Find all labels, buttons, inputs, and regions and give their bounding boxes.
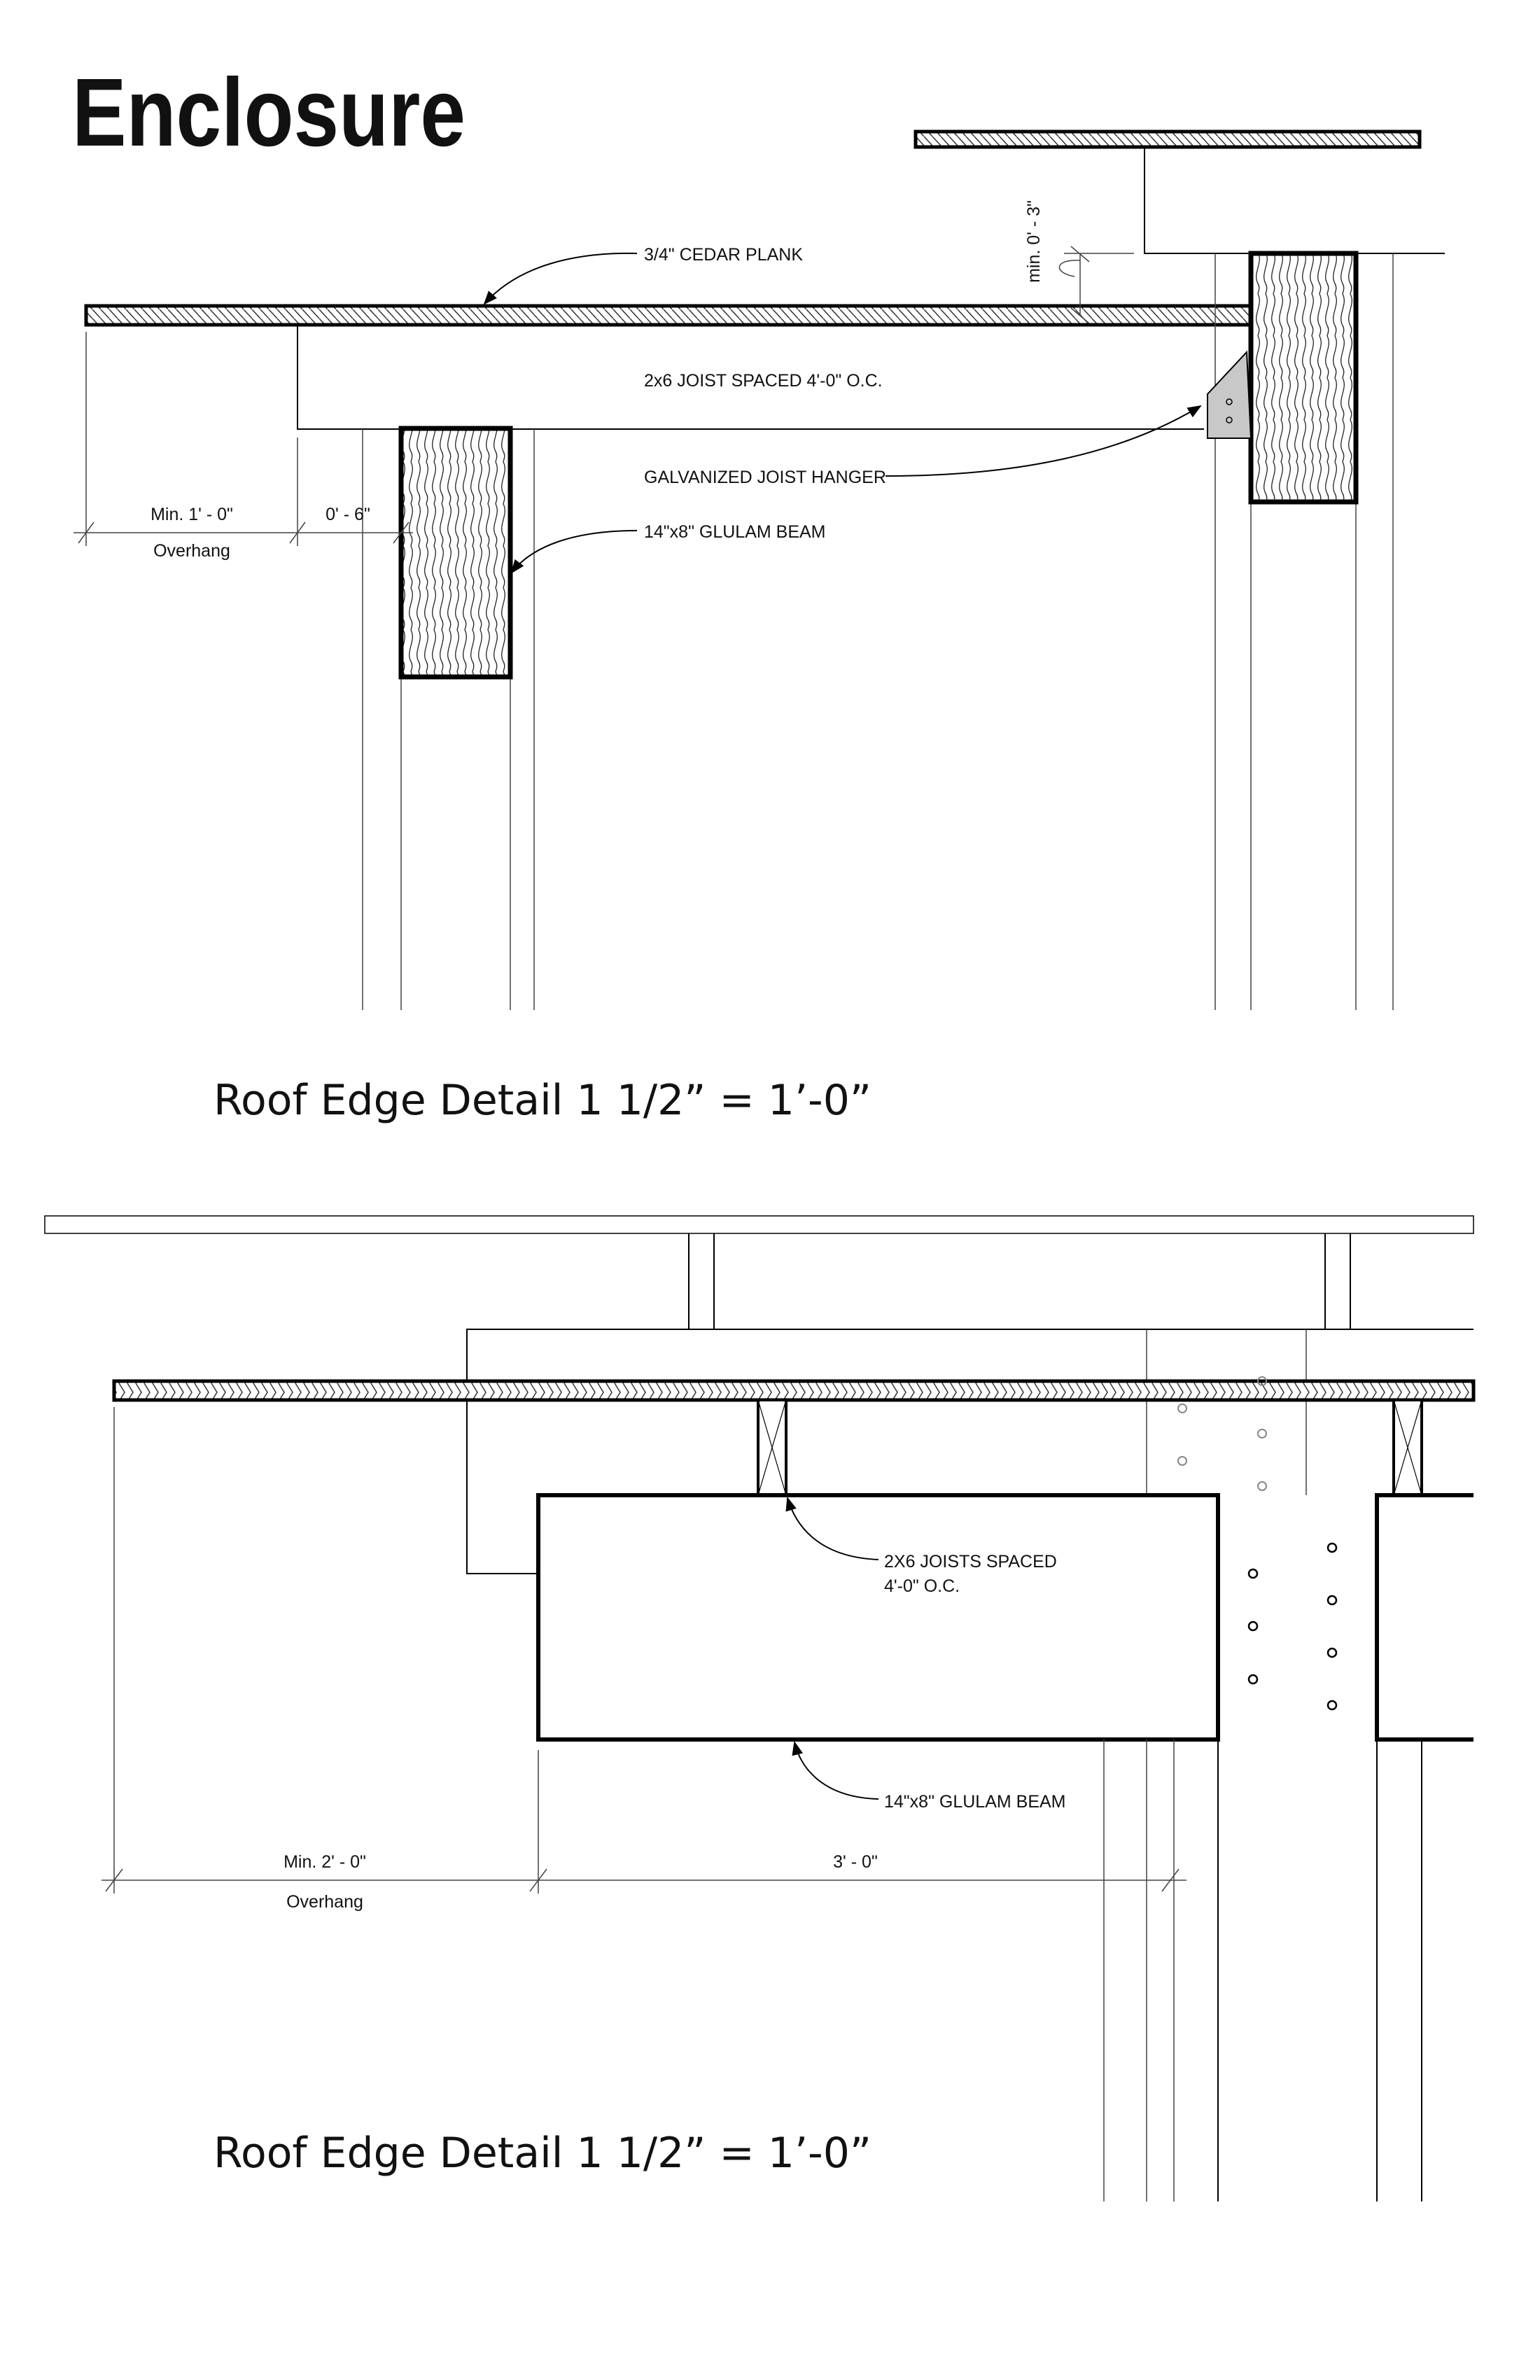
hanger-plate-lines	[1146, 1329, 1307, 1495]
hanger-nail-hole	[1226, 416, 1233, 424]
caption-bottom: Roof Edge Detail 1 1/2” = 1’-0”	[214, 2129, 872, 2178]
column-lines	[1217, 1495, 1422, 2202]
caption-top: Roof Edge Detail 1 1/2” = 1’-0”	[214, 1076, 872, 1125]
glulam-beam	[536, 1493, 1220, 1742]
hanger-label: GALVANIZED JOIST HANGER	[644, 468, 886, 487]
cedar-plank	[112, 1379, 1476, 1402]
overhang-label: Overhang	[153, 541, 230, 561]
beam-leader	[510, 530, 638, 574]
cedar-plank-label: 3/4" CEDAR PLANK	[644, 245, 803, 265]
beam-label: 14"x8" GLULAM BEAM	[884, 1792, 1066, 1812]
upper-posts	[688, 1233, 1351, 1329]
cedar-plank-leader	[483, 252, 638, 305]
column-bolt-holes	[1247, 1542, 1338, 1711]
upper-structure-outline	[1144, 147, 1445, 254]
min-gap-dimension	[1058, 246, 1134, 324]
beam-leader	[792, 1741, 879, 1800]
overhang-label: Overhang	[286, 1892, 363, 1912]
offset-dimension: 0' - 6"	[326, 505, 370, 524]
upper-roof-plank	[913, 130, 1422, 149]
hanger-leader	[885, 405, 1202, 477]
joists-label-line1: 2X6 JOISTS SPACED	[884, 1552, 1057, 1572]
glulam-beam-continuation	[1375, 1493, 1474, 1742]
joist-hanger	[1207, 350, 1252, 439]
overhang-dimension	[74, 332, 413, 546]
joist-outline	[297, 325, 1204, 430]
right-glulam-beam	[1248, 251, 1359, 505]
joist-section	[1392, 1399, 1423, 1497]
hanger-nail-holes	[1177, 1376, 1267, 1491]
span-dimension: 3' - 0"	[833, 1852, 878, 1872]
joist-label: 2x6 JOIST SPACED 4'-0" O.C.	[644, 371, 883, 391]
roof-edge-detail-top: min. 0' - 3" 3/4" CEDAR PLANK 2x6 JOIST …	[74, 130, 1445, 1125]
joists-label-line2: 4'-0" O.C.	[884, 1576, 960, 1596]
min-gap-dimension-text: min. 0' - 3"	[1024, 200, 1044, 283]
hanger-nail-hole	[1226, 398, 1233, 405]
cedar-plank	[84, 304, 1253, 327]
joists-leader	[785, 1497, 879, 1560]
joist-box-outline	[466, 1329, 1474, 1574]
right-column-lines	[1214, 253, 1394, 1010]
overhang-value: Min. 2' - 0"	[284, 1852, 366, 1872]
page-title: Enclosure	[72, 59, 465, 167]
beam-label: 14"x8" GLULAM BEAM	[644, 522, 826, 542]
upper-roof-strip	[44, 1215, 1474, 1234]
overhang-value: Min. 1' - 0"	[150, 505, 233, 524]
left-column-lines	[362, 429, 535, 1010]
post-lines	[1103, 1740, 1175, 2202]
left-glulam-beam	[398, 426, 513, 680]
overhang-dimension	[102, 1407, 1186, 1893]
joist-section	[757, 1399, 788, 1497]
roof-edge-detail-bottom: 2X6 JOISTS SPACED 4'-0" O.C. 14"x8" GLUL…	[44, 1215, 1476, 2202]
